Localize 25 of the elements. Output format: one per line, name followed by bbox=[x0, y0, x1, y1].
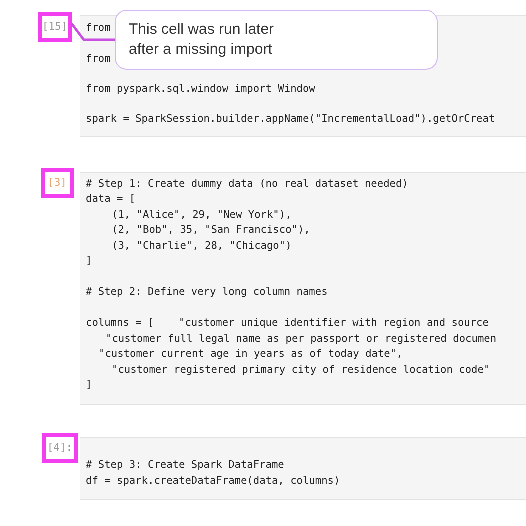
code-line: ] bbox=[86, 255, 92, 268]
code-line: from pyspark.sql.window import Window bbox=[86, 83, 316, 96]
code-line: ] bbox=[86, 379, 92, 392]
code-line: (3, "Charlie", 28, "Chicago") bbox=[112, 240, 292, 253]
execution-count: [15] bbox=[38, 12, 72, 42]
code-line: from bbox=[86, 22, 111, 35]
execution-count: [4]: bbox=[42, 433, 78, 463]
code-line: "customer_full_legal_name_as_per_passport_or_registered_documen bbox=[106, 333, 497, 346]
code-line: columns = [ "customer_unique_identifier_with_region_and_source_ bbox=[86, 317, 496, 330]
leader-line bbox=[71, 23, 115, 42]
code-line: from bbox=[86, 53, 111, 66]
code-cell bbox=[80, 172, 526, 405]
code-line: (1, "Alice", 29, "New York"), bbox=[112, 209, 292, 222]
code-line: # Step 2: Define very long column names bbox=[86, 286, 328, 299]
note-tooltip: This cell was run later after a missing import bbox=[115, 10, 438, 70]
execution-count: [3] bbox=[41, 168, 74, 198]
code-cell bbox=[80, 437, 526, 500]
code-line: # Step 3: Create Spark DataFrame bbox=[86, 459, 284, 472]
code-line: data = [ bbox=[86, 193, 136, 206]
code-line: df = spark.createDataFrame(data, columns) bbox=[86, 475, 340, 488]
code-line: "customer_registered_primary_city_of_residence_location_code" bbox=[112, 364, 490, 377]
code-line: spark = SparkSession.builder.appName("IncrementalLoad").getOrCreat bbox=[86, 113, 496, 126]
code-line: "customer_current_age_in_years_as_of_today_date", bbox=[99, 348, 403, 361]
code-line: # Step 1: Create dummy data (no real dataset needed) bbox=[86, 178, 408, 191]
code-line: (2, "Bob", 35, "San Francisco"), bbox=[112, 224, 310, 237]
